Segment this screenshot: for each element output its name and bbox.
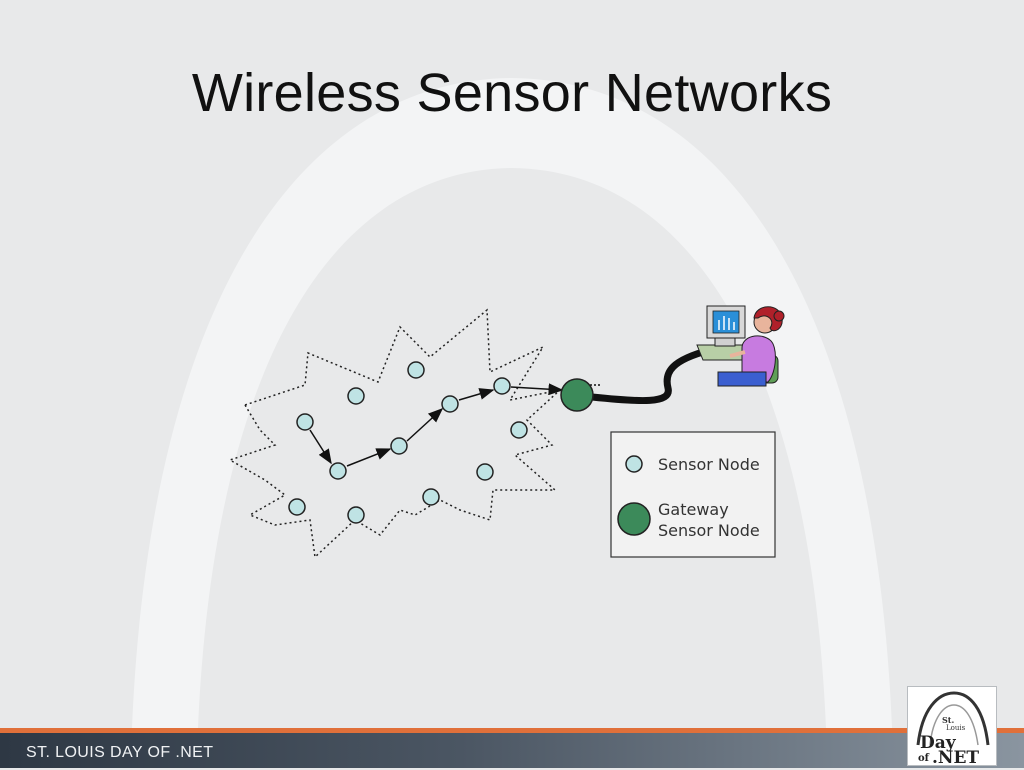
sensor-node — [288, 498, 306, 516]
legend-sensor-node-label: Sensor Node — [658, 455, 760, 474]
route-arrow — [346, 448, 392, 467]
sensor-node — [422, 488, 440, 506]
route-arrow — [309, 429, 332, 465]
sensor-node — [493, 377, 511, 395]
legend-box — [610, 431, 776, 558]
gateway-sensor-node — [560, 378, 594, 412]
footer-bar: ST. LOUIS DAY OF .NET — [0, 728, 1024, 768]
logo-text-st: St. — [942, 715, 954, 725]
logo-text-of: of — [918, 753, 930, 764]
arch-logo-icon: St. Louis Day of .NET — [916, 691, 990, 768]
sensor-node — [390, 437, 408, 455]
slide-title: Wireless Sensor Networks — [191, 63, 833, 123]
sensor-node — [407, 361, 425, 379]
legend-gateway-symbol — [617, 502, 651, 536]
computer-user-icon — [696, 305, 785, 387]
sensor-node — [329, 462, 347, 480]
logo-text-louis: Louis — [946, 724, 966, 732]
gateway-cable — [588, 346, 714, 405]
logo-text-net: .NET — [932, 748, 979, 765]
legend-sensor-node-symbol — [625, 455, 643, 473]
footer-text: ST. LOUIS DAY OF .NET — [26, 744, 214, 761]
logo-text-day: Day — [920, 733, 957, 753]
route-arrow — [458, 388, 495, 401]
sensor-node — [296, 413, 314, 431]
sensor-node — [441, 395, 459, 413]
legend-gateway-label-line1: Gateway — [658, 500, 729, 519]
sensor-node — [510, 421, 528, 439]
route-arrow — [406, 407, 444, 442]
sensor-node — [347, 506, 365, 524]
sensor-node — [347, 387, 365, 405]
legend-gateway-label-line2: Sensor Node — [658, 521, 760, 540]
network-boundary — [228, 308, 563, 559]
route-arrow — [510, 383, 564, 396]
sensor-node — [476, 463, 494, 481]
event-logo: St. Louis Day of .NET — [907, 686, 997, 768]
